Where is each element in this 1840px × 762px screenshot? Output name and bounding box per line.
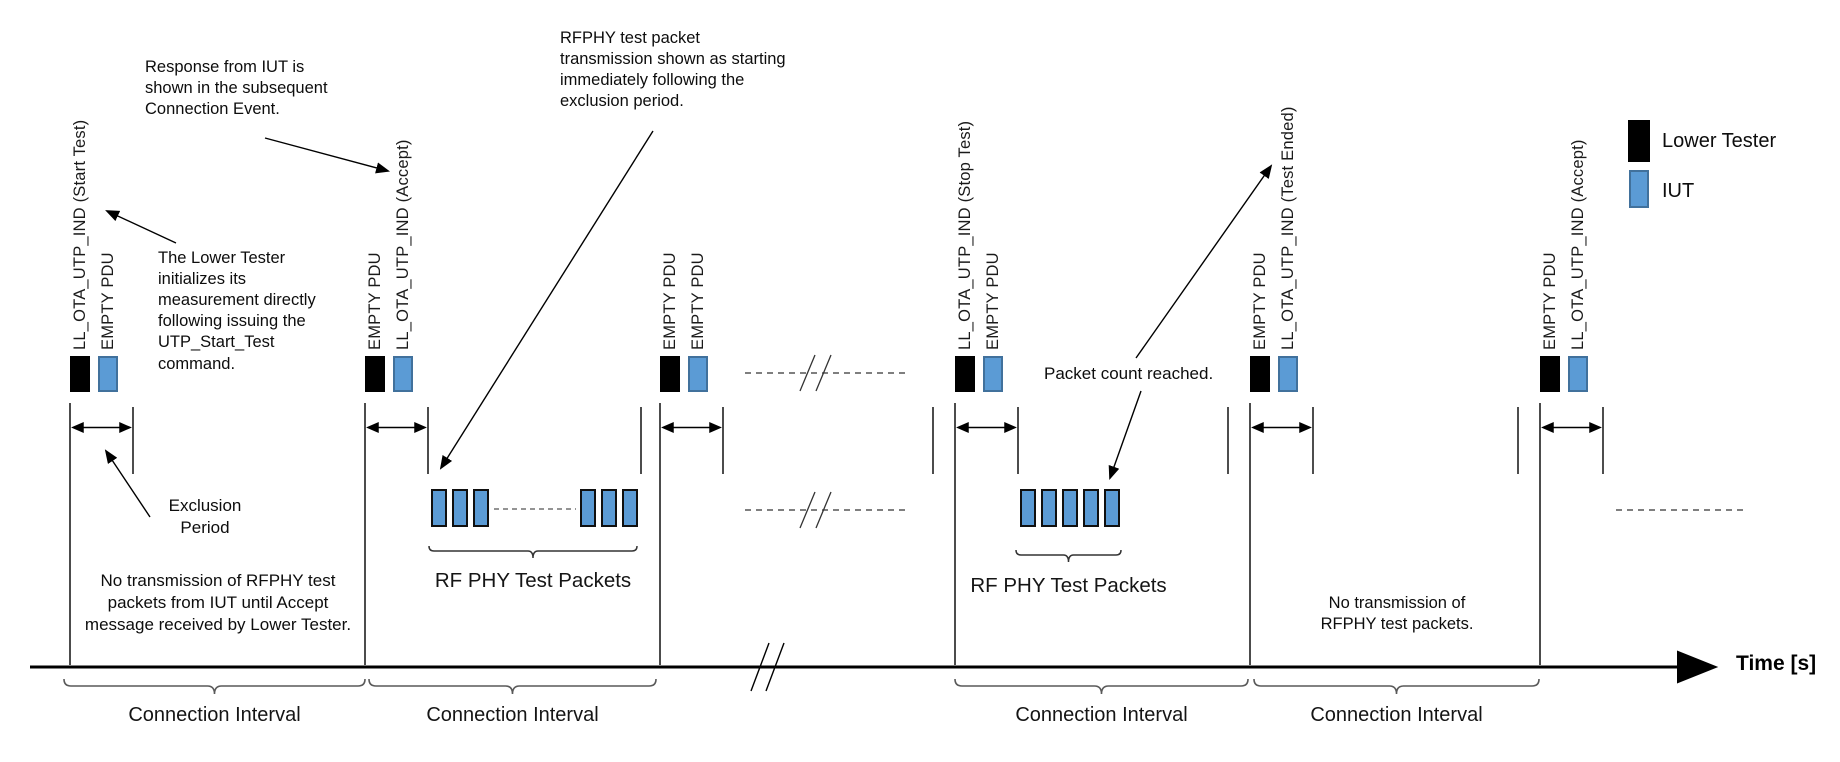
pdu-label: LL_OTA_UTP_IND (Test Ended) — [1279, 106, 1297, 350]
pdu-label: LL_OTA_UTP_IND (Accept) — [394, 139, 412, 350]
legend-label-iut: IUT — [1662, 180, 1695, 202]
connection-interval-label: Connection Interval — [1015, 704, 1188, 726]
event-end-ticks — [640, 407, 1519, 474]
exclusion-arrows — [71, 422, 1602, 433]
rf-test-packet — [1041, 489, 1057, 527]
lower-tester-pdu-marker — [365, 356, 385, 392]
rf-phy-test-packets-label: RF PHY Test Packets — [434, 569, 632, 592]
lower-tester-pdu-marker — [70, 356, 90, 392]
note-response-from-iut: Response from IUT is shown in the subseq… — [145, 58, 328, 119]
pdu-label: EMPTY PDU — [99, 252, 117, 350]
pdu-label: LL_OTA_UTP_IND (Stop Test) — [956, 120, 974, 350]
break-dashed-lines — [494, 354, 1748, 529]
iut-pdu-marker — [983, 356, 1003, 392]
rf-test-packet — [580, 489, 596, 527]
event-boundary-lines — [69, 403, 1541, 665]
note-lower-tester-init: The Lower Tester initializes its measure… — [158, 249, 316, 373]
note-packet-count-reached: Packet count reached. — [1044, 364, 1214, 383]
lower-tester-pdu-marker — [1540, 356, 1560, 392]
rf-test-packet — [1020, 489, 1036, 527]
legend-swatch-iut — [1629, 170, 1649, 208]
iut-pdu-marker — [1568, 356, 1588, 392]
rf-test-packet — [431, 489, 447, 527]
lower-tester-pdu-marker — [955, 356, 975, 392]
exclusion-ticks — [132, 407, 1604, 474]
note-exclusion-period: Exclusion Period — [168, 496, 242, 537]
pdu-label: EMPTY PDU — [366, 252, 384, 350]
legend-label-lower-tester: Lower Tester — [1662, 130, 1777, 152]
iut-pdu-marker — [1278, 356, 1298, 392]
rf-phy-test-packets-label: RF PHY Test Packets — [970, 574, 1167, 597]
pdu-label: LL_OTA_UTP_IND (Start Test) — [71, 119, 89, 350]
pdu-label: EMPTY PDU — [689, 252, 707, 350]
pdu-label: EMPTY PDU — [661, 252, 679, 350]
time-axis-label: Time [s] — [1736, 652, 1817, 675]
time-axis — [30, 642, 1719, 692]
pdu-label: EMPTY PDU — [984, 252, 1002, 350]
interval-braces — [63, 678, 1540, 695]
rf-test-packet — [622, 489, 638, 527]
packet-braces — [428, 545, 1122, 563]
pdu-label: LL_OTA_UTP_IND (Accept) — [1569, 139, 1587, 350]
lower-tester-pdu-marker — [1250, 356, 1270, 392]
rf-test-packet — [1062, 489, 1078, 527]
legend-swatch-lower-tester — [1628, 120, 1650, 162]
connection-interval-label: Connection Interval — [426, 704, 599, 726]
note-rfphy-transmission: RFPHY test packet transmission shown as … — [560, 29, 786, 111]
connection-interval-label: Connection Interval — [1310, 704, 1483, 726]
rf-test-packet — [473, 489, 489, 527]
lower-tester-pdu-marker — [660, 356, 680, 392]
iut-pdu-marker — [98, 356, 118, 392]
note-no-transmission-end: No transmission of RFPHY test packets. — [1320, 594, 1474, 634]
rf-test-packet — [1104, 489, 1120, 527]
callout-arrows — [104, 130, 1273, 518]
rf-test-packet — [601, 489, 617, 527]
connection-interval-label: Connection Interval — [128, 704, 301, 726]
rf-test-packet — [1083, 489, 1099, 527]
iut-pdu-marker — [688, 356, 708, 392]
rf-test-packet — [452, 489, 468, 527]
pdu-label: EMPTY PDU — [1541, 252, 1559, 350]
iut-pdu-marker — [393, 356, 413, 392]
pdu-label: EMPTY PDU — [1251, 252, 1269, 350]
note-no-transmission-start: No transmission of RFPHY test packets fr… — [84, 571, 352, 634]
